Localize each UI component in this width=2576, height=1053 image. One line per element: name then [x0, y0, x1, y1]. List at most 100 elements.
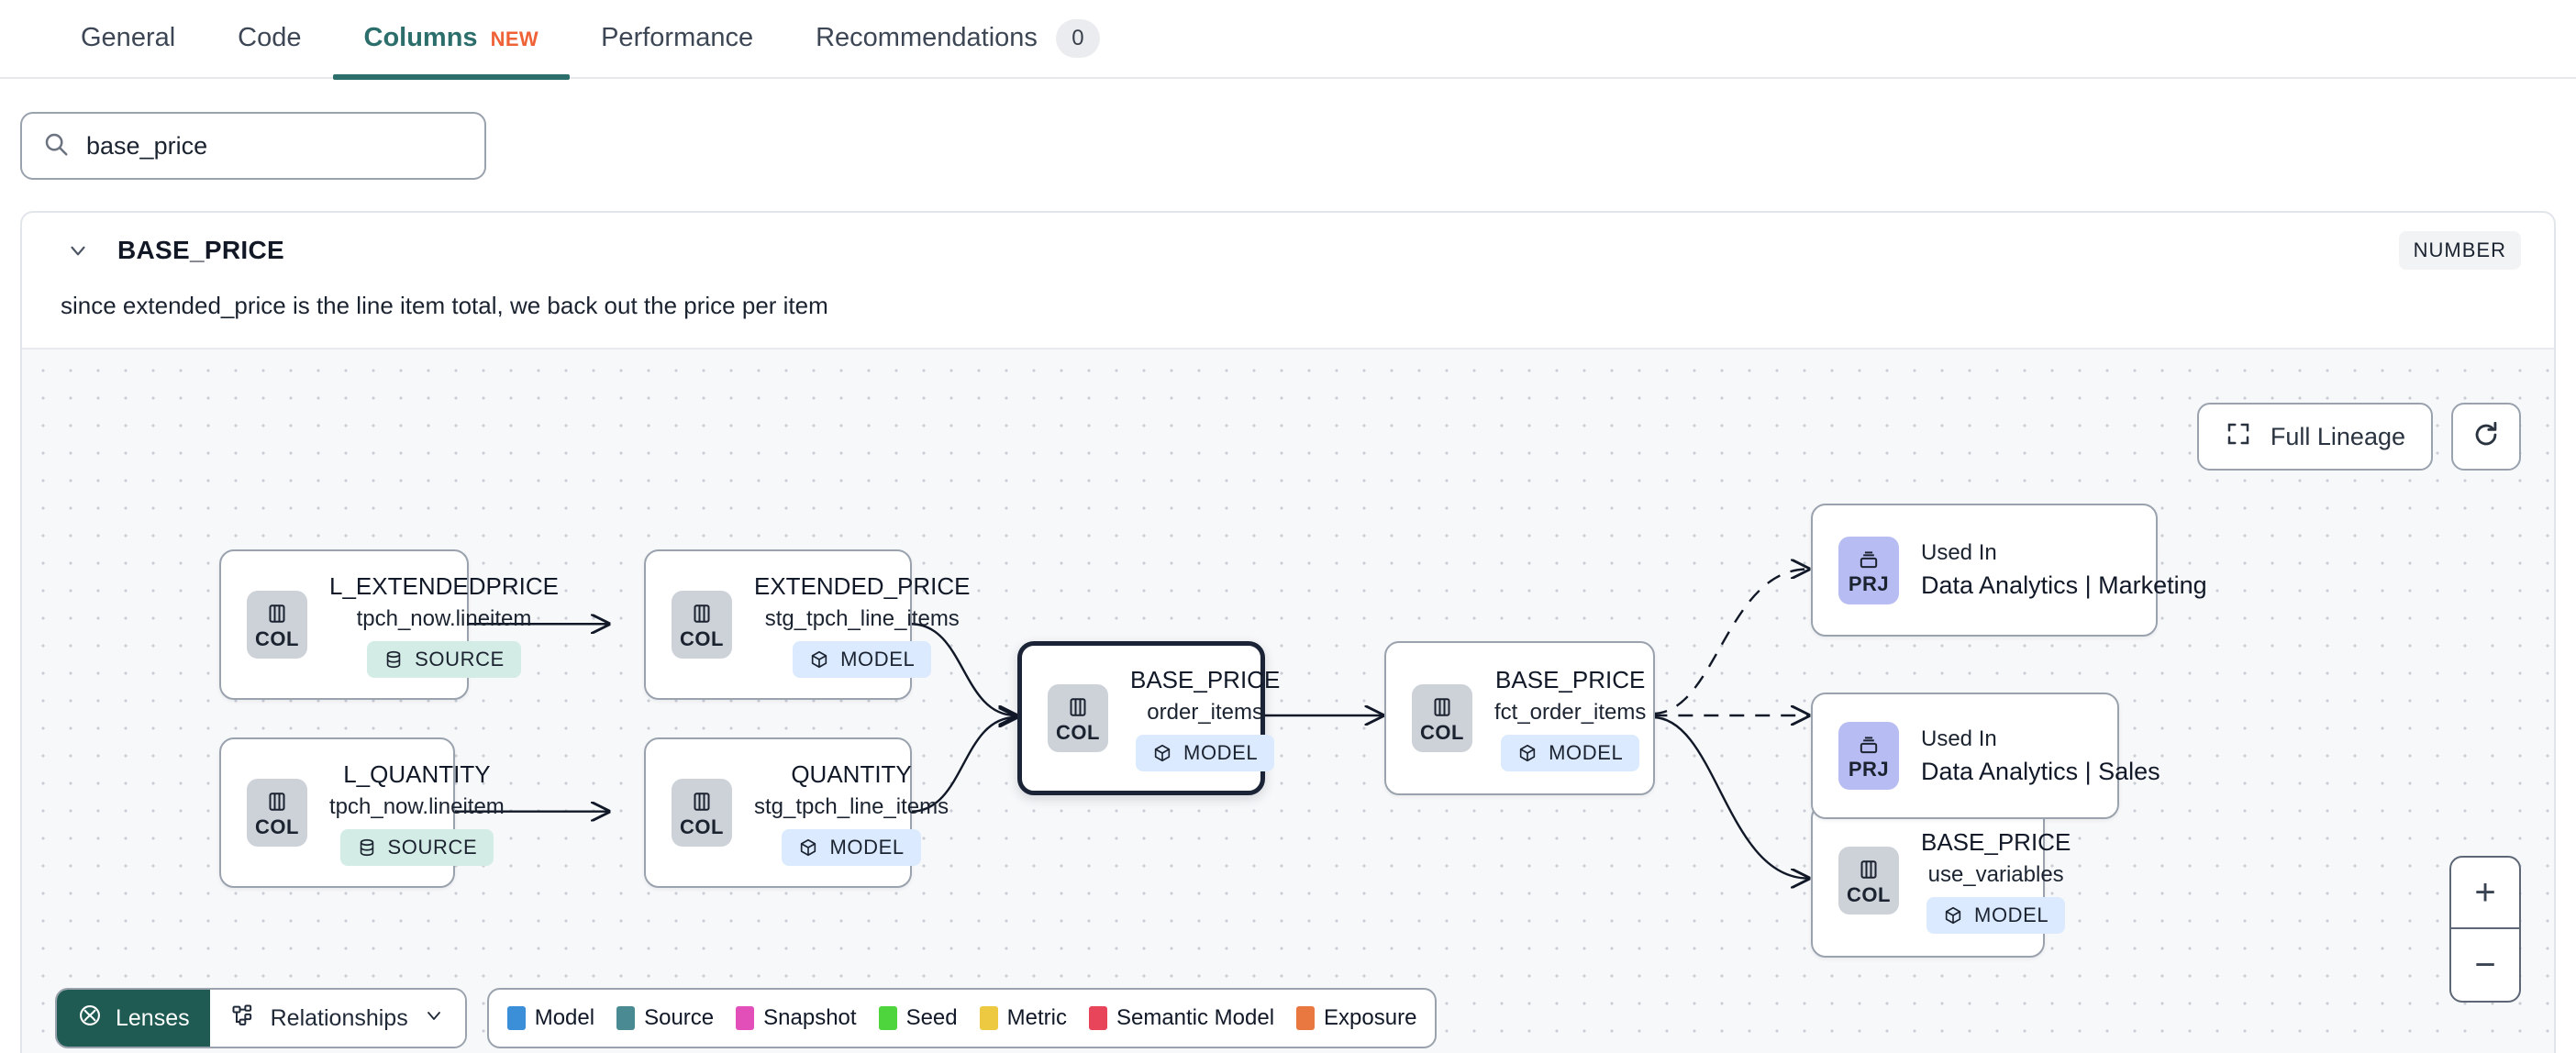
search-icon [42, 130, 70, 162]
legend-item-seed: Seed [878, 1005, 958, 1031]
tab-new-badge: NEW [490, 28, 539, 50]
lineage-node-l-extendedprice[interactable]: COL L_EXTENDEDPRICE tpch_now.lineitem SO… [219, 549, 559, 700]
node-type-tag: MODEL [793, 640, 932, 678]
node-name: BASE_PRICE [1921, 827, 2071, 856]
lineage-node-l-quantity[interactable]: COL L_QUANTITY tpch_now.lineitem SOURCE [219, 737, 505, 888]
legend-swatch [1088, 1006, 1107, 1030]
tab-bar: General Code Columns NEW Performance Rec… [0, 0, 2576, 80]
cube-icon [1154, 744, 1171, 761]
full-lineage-label: Full Lineage [2270, 422, 2405, 450]
legend-label: Seed [905, 1005, 958, 1030]
node-body: EXTENDED_PRICE stg_tpch_line_items MODEL [754, 556, 971, 694]
col-badge-label: COL [255, 815, 299, 838]
node-body: Used In Data Analytics | Marketing [1921, 524, 2207, 616]
relationships-icon [230, 1003, 256, 1035]
node-type-tag-label: SOURCE [415, 647, 505, 671]
expand-icon [2225, 420, 2252, 454]
col-badge-label: COL [1847, 883, 1891, 906]
zoom-out-button[interactable]: − [2474, 944, 2496, 985]
chevron-down-icon[interactable] [66, 238, 90, 262]
legend-item-exposure: Exposure [1296, 1005, 1416, 1031]
zoom-controls: + − [2449, 856, 2521, 1003]
node-type-tag-label: MODEL [829, 835, 905, 859]
lineage-edges [454, 349, 2554, 1053]
lineage-graph[interactable]: COL L_EXTENDEDPRICE tpch_now.lineitem SO… [22, 348, 2554, 1053]
legend-item-source: Source [616, 1005, 714, 1031]
legend-swatch [878, 1006, 897, 1030]
tab-columns[interactable]: Columns NEW [332, 0, 571, 80]
project-icon [1860, 737, 1878, 754]
tab-general[interactable]: General [50, 0, 206, 78]
node-type-tag: MODEL [782, 828, 921, 866]
used-in-label: Used In [1921, 726, 1997, 751]
used-in-label: Used In [1921, 540, 1997, 565]
refresh-button[interactable] [2451, 403, 2521, 471]
lineage-node-project-marketing[interactable]: PRJ Used In Data Analytics | Marketing [1811, 504, 2207, 637]
graph-top-controls: Full Lineage [2196, 403, 2521, 471]
node-type-tag-label: MODEL [1549, 740, 1624, 764]
chevron-down-icon [423, 1004, 445, 1033]
prj-badge-label: PRJ [1848, 758, 1890, 781]
tab-code[interactable]: Code [206, 0, 332, 78]
node-type-tag-label: MODEL [1974, 903, 2049, 926]
relationships-dropdown[interactable]: Relationships [209, 990, 465, 1047]
legend-label: Source [644, 1005, 715, 1030]
tab-label: Recommendations [816, 23, 1038, 52]
legend-label: Metric [1006, 1005, 1067, 1030]
node-body: QUANTITY stg_tpch_line_items MODEL [754, 744, 949, 882]
col-badge: COL [1838, 847, 1899, 914]
prj-badge-label: PRJ [1848, 571, 1890, 595]
node-body: Used In Data Analytics | Sales [1921, 710, 2160, 803]
column-header[interactable]: BASE_PRICE NUMBER [22, 213, 2554, 288]
lens-relationship-group: Lenses Relationships [55, 988, 467, 1048]
node-name: L_QUANTITY [343, 759, 491, 788]
cube-icon [811, 650, 827, 668]
lenses-button[interactable]: Lenses [57, 990, 210, 1047]
legend-item-model: Model [506, 1005, 594, 1031]
node-name: L_EXTENDEDPRICE [329, 571, 559, 600]
column-card: BASE_PRICE NUMBER since extended_price i… [20, 211, 2556, 1053]
node-name: QUANTITY [791, 759, 912, 788]
recommendations-count-badge: 0 [1055, 19, 1100, 58]
lineage-node-extended-price[interactable]: COL EXTENDED_PRICE stg_tpch_line_items M… [644, 549, 971, 700]
node-body: BASE_PRICE order_items MODEL [1130, 649, 1280, 788]
legend-label: Snapshot [763, 1005, 857, 1030]
lineage-node-project-sales[interactable]: PRJ Used In Data Analytics | Sales [1811, 693, 2160, 819]
legend-swatch [1296, 1006, 1316, 1030]
lineage-node-base-price-use-variables[interactable]: COL BASE_PRICE use_variables MODEL [1811, 804, 2071, 958]
node-type-tag: MODEL [1501, 734, 1640, 771]
node-subtitle: stg_tpch_line_items [764, 605, 960, 631]
node-body: BASE_PRICE fct_order_items MODEL [1494, 649, 1646, 788]
node-type-tag-label: SOURCE [387, 835, 478, 859]
search-value: base_price [86, 131, 208, 160]
node-subtitle: tpch_now.lineitem [356, 605, 532, 631]
node-type-tag-label: MODEL [1183, 740, 1259, 764]
legend-swatch [506, 1006, 526, 1030]
lineage-node-base-price-fct-order-items[interactable]: COL BASE_PRICE fct_order_items MODEL [1384, 641, 1655, 795]
refresh-icon [2471, 419, 2502, 455]
col-badge: COL [247, 591, 307, 659]
node-subtitle: order_items [1147, 699, 1263, 725]
col-badge-label: COL [255, 627, 299, 650]
node-type-tag: SOURCE [339, 828, 494, 866]
tab-label: Performance [601, 23, 754, 52]
tab-recommendations[interactable]: Recommendations 0 [784, 0, 1131, 78]
legend-label: Semantic Model [1116, 1005, 1275, 1030]
lineage-node-quantity[interactable]: COL QUANTITY stg_tpch_line_items MODEL [644, 737, 949, 888]
node-subtitle: use_variables [1927, 861, 2064, 887]
prj-badge: PRJ [1838, 722, 1899, 790]
lineage-node-base-price-order-items[interactable]: COL BASE_PRICE order_items MODEL [1017, 641, 1280, 795]
node-type-tag-label: MODEL [840, 647, 916, 671]
column-description: since extended_price is the line item to… [61, 292, 828, 319]
project-icon [1860, 550, 1878, 568]
column-name: BASE_PRICE [117, 236, 284, 264]
col-badge: COL [672, 591, 732, 659]
col-badge-label: COL [680, 815, 724, 838]
col-badge-label: COL [680, 627, 724, 650]
tab-performance[interactable]: Performance [570, 0, 784, 78]
zoom-in-button[interactable]: + [2451, 858, 2519, 929]
search-input[interactable]: base_price [20, 112, 486, 180]
node-type-tag: SOURCE [367, 640, 521, 678]
col-badge-label: COL [1420, 721, 1464, 744]
full-lineage-button[interactable]: Full Lineage [2196, 403, 2433, 471]
